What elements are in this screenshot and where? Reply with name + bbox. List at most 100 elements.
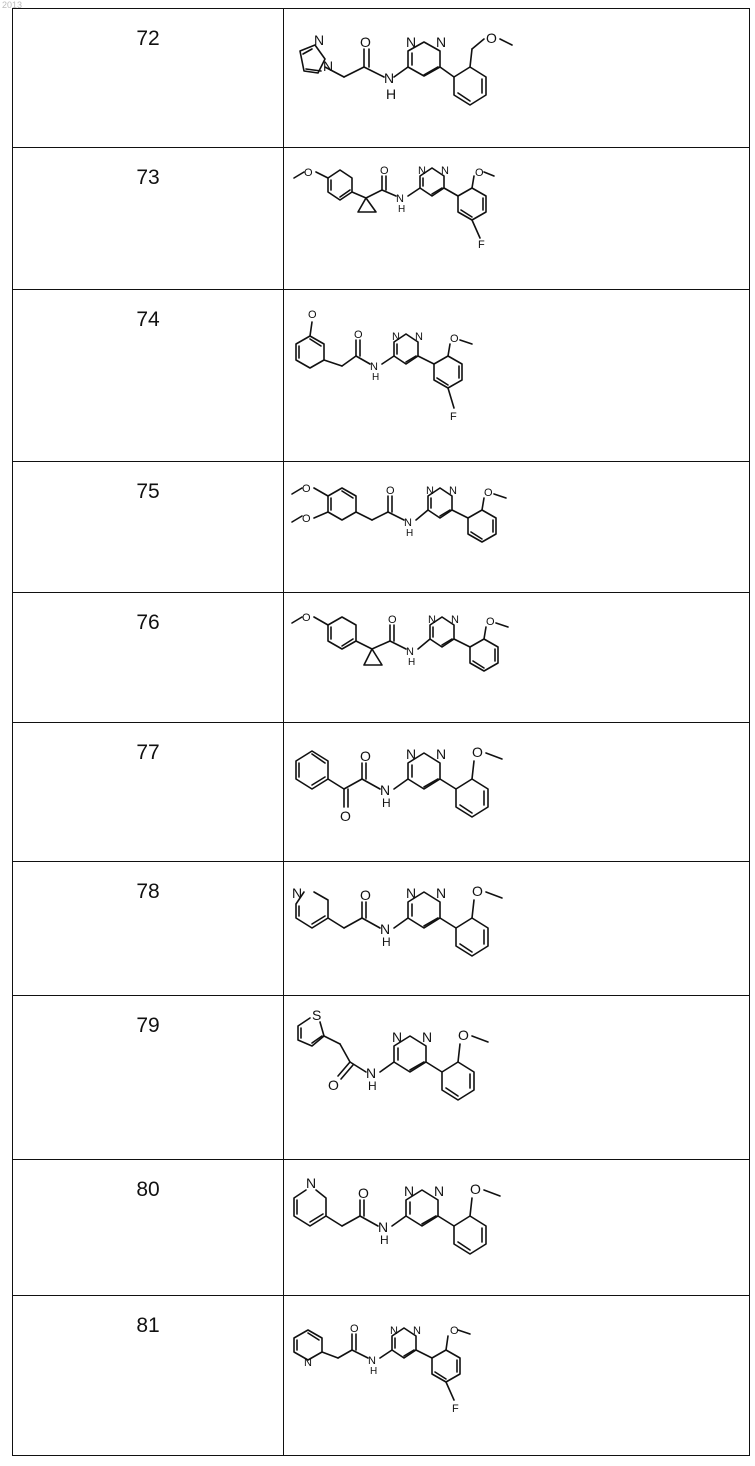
structure-cell: O O N N N H O F	[284, 148, 750, 290]
structure-atom-label: O	[450, 1325, 459, 1337]
structure-atom-label: O	[486, 616, 495, 628]
structure-atom-label: H	[406, 528, 413, 539]
structure-atom-label: N	[418, 165, 426, 177]
structure-atom-label: F	[450, 411, 457, 423]
structure-atom-label: H	[370, 1366, 377, 1377]
structure-atom-label: O	[475, 167, 484, 179]
structure-atom-label: N	[436, 885, 446, 901]
structure-atom-label: O	[304, 167, 313, 179]
compound-number-cell: 75	[13, 462, 284, 593]
structure-atom-label: N	[428, 614, 436, 626]
structure-atom-label: O	[486, 30, 497, 46]
structure-atom-label: N	[384, 70, 394, 86]
chemical-structure-81-icon: N O N N N H O F	[284, 1296, 746, 1454]
compound-number-cell: 73	[13, 148, 284, 290]
structure-atom-label: N	[451, 614, 459, 626]
structure-atom-label: O	[358, 1185, 369, 1201]
structure-atom-label: N	[449, 485, 457, 497]
structure-atom-label: H	[382, 935, 391, 949]
structure-atom-label: N	[292, 885, 302, 901]
structure-atom-label: N	[441, 165, 449, 177]
structure-atom-label: N	[406, 746, 416, 762]
structure-atom-label: O	[472, 744, 483, 760]
structure-cell: N O N N N H O F	[284, 1296, 750, 1456]
structure-atom-label: O	[484, 487, 493, 499]
structure-atom-label: O	[360, 34, 371, 50]
chemical-structure-72-icon: N N O N N N H O	[284, 9, 746, 146]
chemical-structure-77-icon: O O N N N H O	[284, 723, 746, 860]
structure-atom-label: O	[458, 1027, 469, 1043]
structure-atom-label: H	[382, 796, 391, 810]
compound-number-cell: 78	[13, 862, 284, 996]
chemical-structure-76-icon: O O N N N H O	[284, 593, 746, 721]
table-row: 81	[13, 1296, 750, 1456]
chemical-structure-73-icon: O O N N N H O F	[284, 148, 746, 288]
structure-atom-label: N	[392, 331, 400, 343]
compound-number: 74	[13, 290, 283, 332]
structure-atom-label: H	[380, 1233, 389, 1247]
table-row: 77	[13, 723, 750, 862]
chemical-structure-79-icon: S N N O N H O	[284, 996, 746, 1158]
compound-number: 73	[13, 148, 283, 190]
structure-atom-label: O	[328, 1077, 339, 1093]
structure-atom-label: O	[360, 748, 371, 764]
structure-cell: O O N N N H O F	[284, 290, 750, 462]
structure-atom-label: N	[304, 1357, 312, 1369]
structure-atom-label: O	[308, 309, 317, 321]
chemical-structure-74-icon: O O N N N H O F	[284, 290, 746, 460]
structure-atom-label: F	[478, 239, 485, 251]
structure-atom-label: N	[390, 1325, 398, 1337]
structure-atom-label: N	[306, 1175, 316, 1191]
structure-atom-label: N	[314, 32, 324, 48]
structure-atom-label: O	[354, 329, 363, 341]
structure-atom-label: O	[386, 485, 395, 497]
compound-table: 72	[12, 8, 750, 1456]
compound-number: 77	[13, 723, 283, 765]
structure-atom-label: O	[472, 883, 483, 899]
structure-cell: N N O N N N H O	[284, 9, 750, 148]
table-row: 74	[13, 290, 750, 462]
compound-number-cell: 72	[13, 9, 284, 148]
structure-atom-label: O	[350, 1323, 359, 1335]
structure-atom-label: O	[380, 165, 389, 177]
structure-atom-label: N	[392, 1029, 402, 1045]
structure-atom-label: N	[413, 1325, 421, 1337]
structure-cell: N O N N N H O	[284, 1160, 750, 1296]
structure-atom-label: N	[404, 1183, 414, 1199]
structure-atom-label: O	[388, 614, 397, 626]
table-row: 78	[13, 862, 750, 996]
table-row: 79	[13, 996, 750, 1160]
compound-number-cell: 76	[13, 593, 284, 723]
compound-number-cell: 80	[13, 1160, 284, 1296]
structure-atom-label: H	[368, 1079, 377, 1093]
structure-cell: O O N N N H O	[284, 723, 750, 862]
chemical-structure-78-icon: N O N N N H O	[284, 862, 746, 994]
structure-atom-label: H	[398, 204, 405, 215]
compound-number-cell: 74	[13, 290, 284, 462]
structure-atom-label: N	[426, 485, 434, 497]
compound-number-cell: 81	[13, 1296, 284, 1456]
compound-number: 72	[13, 9, 283, 51]
compound-number: 79	[13, 996, 283, 1038]
structure-cell: O O O N N N H O	[284, 462, 750, 593]
compound-number: 80	[13, 1160, 283, 1202]
structure-atom-label: O	[450, 333, 459, 345]
structure-cell: N O N N N H O	[284, 862, 750, 996]
structure-atom-label: O	[360, 887, 371, 903]
structure-atom-label: N	[436, 34, 446, 50]
structure-atom-label: N	[323, 58, 333, 74]
structure-atom-label: O	[302, 483, 311, 495]
compound-number: 81	[13, 1296, 283, 1338]
structure-atom-label: N	[436, 746, 446, 762]
table-row: 75	[13, 462, 750, 593]
compound-number: 78	[13, 862, 283, 904]
structure-atom-label: O	[470, 1181, 481, 1197]
structure-atom-label: S	[312, 1007, 321, 1023]
compound-number-cell: 77	[13, 723, 284, 862]
table-row: 73	[13, 148, 750, 290]
compound-number: 76	[13, 593, 283, 635]
structure-atom-label: O	[302, 612, 311, 624]
compound-number-cell: 79	[13, 996, 284, 1160]
structure-atom-label: O	[340, 808, 351, 824]
chemical-structure-80-icon: N O N N N H O	[284, 1160, 746, 1294]
